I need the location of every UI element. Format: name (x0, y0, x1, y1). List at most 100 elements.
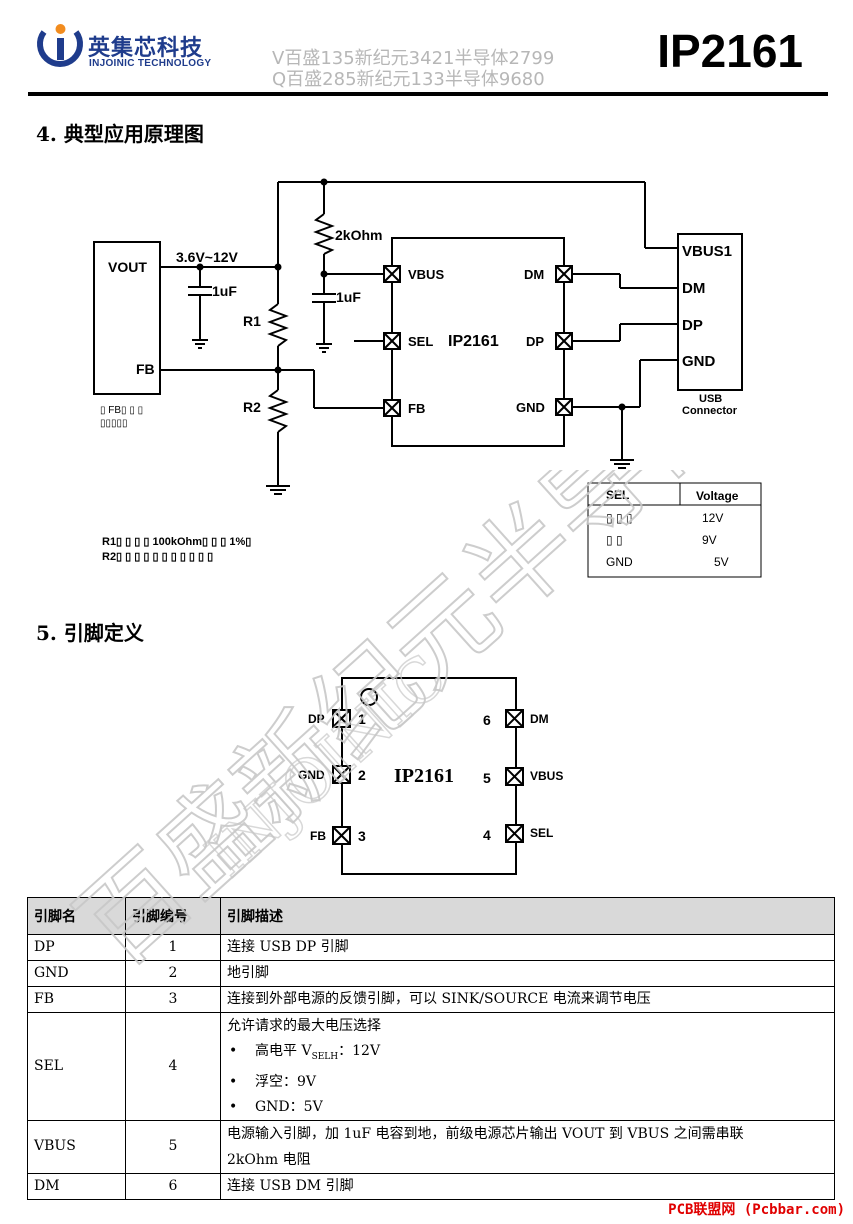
label-voltage-range: 3.6V~12V (176, 249, 239, 265)
schematic-pin-fb: FB (408, 401, 425, 416)
pin-desc-cell: 地引脚 (220, 960, 835, 987)
pinout-left-pin2-name: GND (298, 768, 325, 782)
pin-number-cell: 1 (125, 934, 221, 961)
contact-line-1: V百盛135新纪元3421半导体2799 (272, 48, 555, 69)
contact-line-2: Q百盛285新纪元133半导体9680 (272, 69, 545, 90)
pinout-box-4 (505, 824, 524, 843)
schematic-pin-vbus: VBUS (408, 267, 444, 282)
pin-box-fb (383, 399, 401, 417)
label-cap2: 1uF (336, 289, 361, 305)
pinout-box-2 (332, 765, 351, 784)
pin-box-dm (555, 265, 573, 283)
pin-name-cell: GND (27, 960, 126, 987)
sel-voltage-table: SEL Voltage ▯ ▯ ▯ 12V ▯ ▯ 9V GND 5V (587, 482, 762, 578)
sel-option-high: 高电平 VSELH：12V (227, 1039, 828, 1070)
table-row: SEL 4 允许请求的最大电压选择 高电平 VSELH：12V 浮空：9V GN… (27, 1012, 835, 1121)
sel-table-header-sel: SEL (606, 488, 629, 502)
connector-pin-dm: DM (682, 280, 705, 297)
note-r2: R2▯ ▯ ▯ ▯ ▯ ▯ ▯ ▯ ▯ ▯ ▯ (102, 551, 213, 563)
pin-name-cell: VBUS (27, 1119, 126, 1174)
section-5-heading: 5. 引脚定义 (36, 621, 144, 645)
pinout-left-pin2-num: 2 (358, 767, 366, 783)
schematic-pin-dm: DM (524, 267, 544, 282)
label-vout: VOUT (108, 259, 147, 275)
pinout-left-pin3-num: 3 (358, 828, 366, 844)
pin-number-cell: 4 (125, 1012, 221, 1121)
table-header-row: 引脚名 引脚编号 引脚描述 (27, 897, 835, 935)
header-pin-name: 引脚名 (27, 897, 126, 935)
note-fb-line1: ▯ FB▯ ▯ ▯ (100, 405, 143, 416)
table-row: DP 1 连接 USB DP 引脚 (27, 934, 835, 961)
pinout-right-pin6-name: DM (530, 712, 549, 726)
pinout-left-pin3-name: FB (310, 829, 326, 843)
brand-name-cn: 英集芯科技 (88, 36, 204, 61)
power-source-block (93, 241, 161, 395)
connector-pin-gnd: GND (682, 353, 716, 370)
table-row: FB 3 连接到外部电源的反馈引脚，可以 SINK/SOURCE 电流来调节电压 (27, 986, 835, 1013)
sel-table-row3-sel: GND (606, 555, 633, 569)
pin-desc-cell: 连接 USB DP 引脚 (220, 934, 835, 961)
company-logo (37, 24, 83, 67)
connector-pin-dp: DP (682, 317, 703, 334)
pin-box-gnd (555, 398, 573, 416)
pinout-box-5 (505, 767, 524, 786)
pin-box-vbus (383, 265, 401, 283)
pinout-box-1 (332, 709, 351, 728)
part-number-title: IP2161 (657, 25, 803, 77)
sel-option-float: 浮空：9V (227, 1070, 828, 1095)
pin-desc-cell: 连接 USB DM 引脚 (220, 1172, 835, 1200)
pin-number-cell: 2 (125, 960, 221, 987)
pinout-right-pin4-num: 4 (483, 827, 491, 843)
pinout-diagram: IP2161 DP 1 GND 2 FB 3 DM 6 VBUS 5 SEL 4 (298, 677, 563, 875)
usb-connector-body (677, 233, 743, 391)
sel-table-header-voltage: Voltage (696, 489, 739, 503)
header-pin-description: 引脚描述 (220, 897, 835, 935)
pin-box-dp (555, 332, 573, 350)
pinout-box-6 (505, 709, 524, 728)
schematic-pin-sel: SEL (408, 334, 433, 349)
note-r1: R1▯ ▯ ▯ ▯ 100kOhm▯ ▯ ▯ 1%▯ (102, 536, 251, 548)
pinout-box-3 (332, 826, 351, 845)
pin-name-cell: SEL (27, 1012, 126, 1121)
pinout-chip-name: IP2161 (394, 765, 454, 787)
header-pin-number: 引脚编号 (125, 897, 221, 935)
section-4-heading: 4. 典型应用原理图 (36, 122, 204, 146)
pin-number-cell: 6 (125, 1172, 221, 1200)
label-fb-source: FB (136, 361, 155, 377)
connector-label-connector: Connector (682, 405, 738, 417)
pin-desc-cell: 电源输入引脚，加 1uF 电容到地，前级电源芯片输出 VOUT 到 VBUS 之… (220, 1119, 835, 1174)
pin-desc-cell: 连接到外部电源的反馈引脚，可以 SINK/SOURCE 电流来调节电压 (220, 986, 835, 1013)
pin-number-cell: 5 (125, 1119, 221, 1174)
pin-name-cell: DP (27, 934, 126, 961)
pinout-right-pin6-num: 6 (483, 712, 491, 728)
pin-name-cell: FB (27, 986, 126, 1013)
footer-source: PCB联盟网 (Pcbbar.com) (668, 1202, 845, 1218)
pinout-left-pin1-num: 1 (358, 711, 366, 727)
application-schematic: VOUT FB 3.6V~12V 1uF 1uF 2kOhm R1 R2 IP2… (93, 178, 762, 578)
sel-table-row2-voltage: 9V (702, 533, 717, 547)
schematic-pin-dp: DP (526, 334, 544, 349)
connector-pin-vbus1: VBUS1 (682, 243, 732, 260)
label-pullup-resistor: 2kOhm (335, 227, 382, 243)
sel-table-row3-voltage: 5V (714, 555, 729, 569)
connector-label-usb: USB (699, 393, 722, 405)
pinout-right-pin5-name: VBUS (530, 769, 563, 783)
note-fb-line2: ▯▯▯▯▯ (100, 418, 128, 429)
label-r2: R2 (243, 399, 261, 415)
table-row: GND 2 地引脚 (27, 960, 835, 987)
schematic-pin-gnd: GND (516, 400, 545, 415)
pin-name-cell: DM (27, 1172, 126, 1200)
sel-table-row1-voltage: 12V (702, 511, 723, 525)
table-row: VBUS 5 电源输入引脚，加 1uF 电容到地，前级电源芯片输出 VOUT 到… (27, 1119, 835, 1174)
sel-table-row2-sel: ▯ ▯ (606, 533, 623, 547)
label-cap1: 1uF (212, 283, 237, 299)
brand-name-en: INJOINIC TECHNOLOGY (89, 58, 212, 69)
pin-number-cell: 3 (125, 986, 221, 1013)
pinout-left-pin1-name: DP (308, 712, 325, 726)
sel-desc-intro: 允许请求的最大电压选择 (227, 1018, 381, 1034)
schematic-chip-name: IP2161 (448, 333, 499, 350)
table-row: DM 6 连接 USB DM 引脚 (27, 1172, 835, 1200)
label-r1: R1 (243, 313, 261, 329)
sel-option-list: 高电平 VSELH：12V 浮空：9V GND：5V (227, 1039, 828, 1120)
pin1-indicator (360, 688, 378, 706)
